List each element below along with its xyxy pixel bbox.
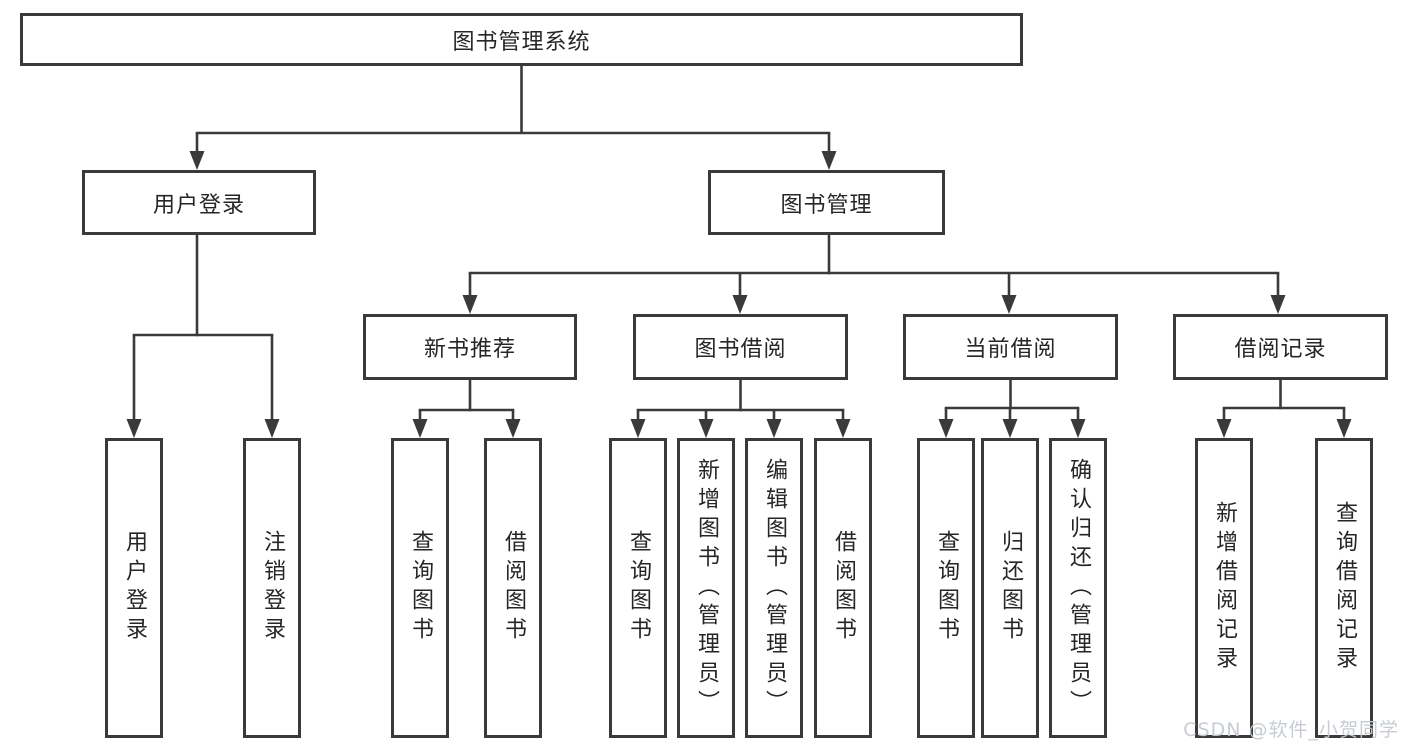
- leaf-logout: 注销登录: [243, 438, 301, 738]
- node-library-management-system: 图书管理系统: [20, 13, 1023, 66]
- node-borrowing-records: 借阅记录: [1173, 314, 1388, 380]
- node-book-management: 图书管理: [708, 170, 945, 235]
- leaf-query-borrowing-record: 查询借阅记录: [1315, 438, 1373, 738]
- node-current-borrowing: 当前借阅: [903, 314, 1118, 380]
- node-new-book-recommendation: 新书推荐: [363, 314, 577, 380]
- node-user-login: 用户登录: [82, 170, 316, 235]
- leaf-query-books-current: 查询图书: [917, 438, 975, 738]
- arrowheads: [126, 151, 1352, 438]
- leaf-query-books-borrowing: 查询图书: [609, 438, 667, 738]
- csdn-watermark: CSDN @软件_小贺同学: [1183, 719, 1399, 741]
- leaf-edit-book-admin: 编辑图书（管理员）: [745, 438, 803, 738]
- leaf-borrow-books-recommend: 借阅图书: [484, 438, 542, 738]
- leaf-return-books: 归还图书: [981, 438, 1039, 738]
- leaf-add-book-admin: 新增图书（管理员）: [677, 438, 735, 738]
- leaf-user-login: 用户登录: [105, 438, 163, 738]
- leaf-borrow-books-borrowing: 借阅图书: [814, 438, 872, 738]
- leaf-confirm-return-admin: 确认归还（管理员）: [1049, 438, 1107, 738]
- node-book-borrowing: 图书借阅: [633, 314, 848, 380]
- leaf-query-books-recommend: 查询图书: [391, 438, 449, 738]
- leaf-add-borrowing-record: 新增借阅记录: [1195, 438, 1253, 738]
